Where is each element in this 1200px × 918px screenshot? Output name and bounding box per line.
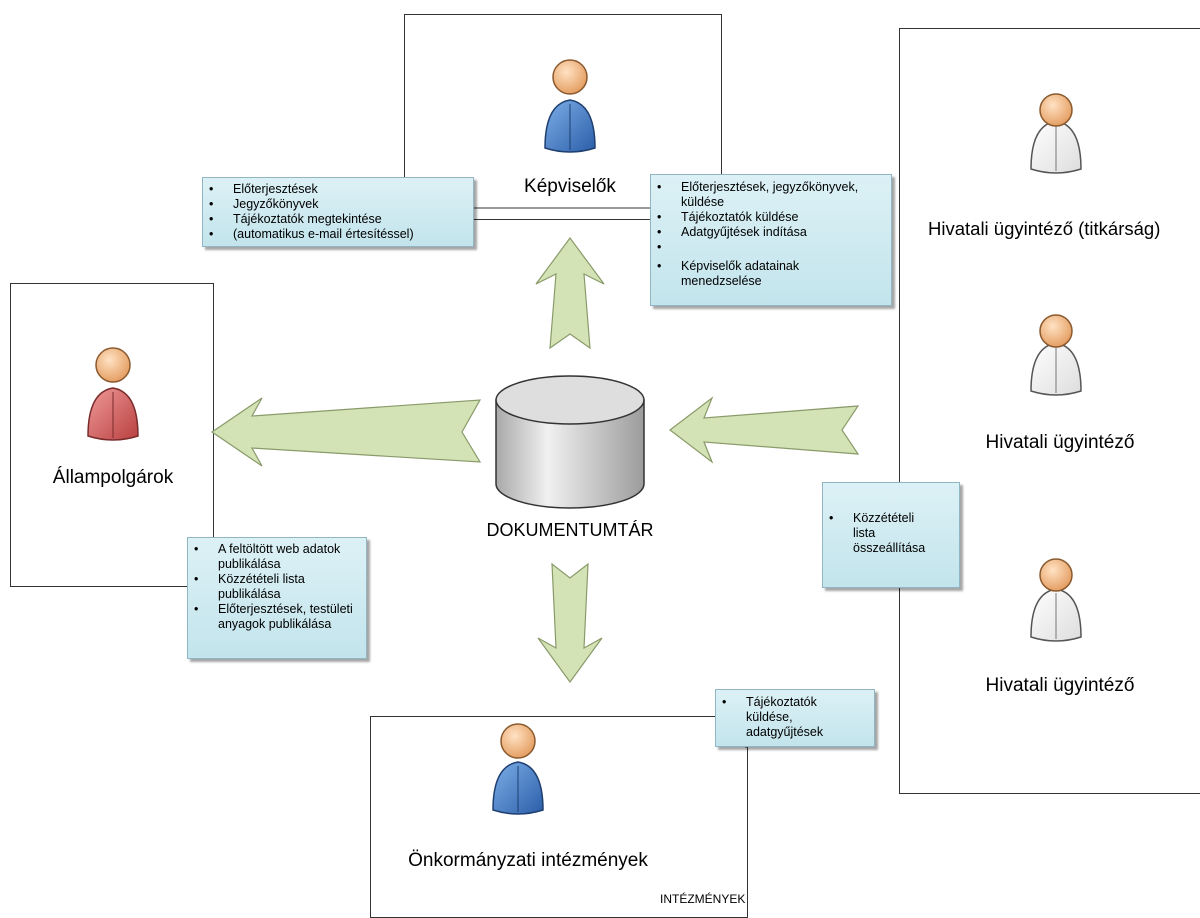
dokumentumtar-label: DOKUMENTUMTÁR (486, 520, 654, 540)
note-item: Közzétételi lista összeállítása (823, 511, 931, 556)
note-item: Képviselők adatainak menedzselése (651, 259, 851, 289)
allampolgarok-label: Állampolgárok (52, 467, 174, 488)
arrow-from-hivatali-icon (669, 396, 860, 464)
onkormanyzati-frame (370, 716, 748, 918)
note-item (651, 240, 887, 259)
note-kepviselok-view: Előterjesztések Jegyzőkönyvek Tájékoztat… (202, 177, 474, 247)
kepviselok-label: Képviselők (524, 176, 616, 197)
note-item: Előterjesztések (203, 182, 473, 197)
note-item: Közzétételi lista publikálása (188, 572, 360, 602)
intezmenyek-tag: INTÉZMÉNYEK (660, 892, 746, 906)
arrow-left-icon (210, 397, 482, 467)
note-intezmenyek: Tájékoztatók küldése, adatgyűjtések (715, 689, 875, 747)
note-item: Tájékoztatók küldése, adatgyűjtések (716, 695, 834, 740)
note-allampolgar-publish: A feltöltött web adatok publikálása Közz… (187, 537, 367, 659)
note-titkarsag-actions: Előterjesztések, jegyzőkönyvek, küldése … (650, 174, 892, 306)
note-item: Jegyzőkönyvek (203, 197, 473, 212)
arrow-down-icon (537, 562, 603, 684)
note-item: A feltöltött web adatok publikálása (188, 542, 360, 572)
hivatali-2-person-icon (1030, 558, 1082, 642)
kepviselo-person-icon (544, 59, 596, 153)
hivatali-1-label: Hivatali ügyintéző (985, 432, 1135, 453)
database-icon (495, 375, 645, 509)
allampolgar-person-icon (87, 347, 139, 441)
note-item: (automatikus e-mail értesítéssel) (203, 227, 473, 242)
note-item: Előterjesztések, testületi anyagok publi… (188, 602, 360, 632)
hivatali-titkarsag-label: Hivatali ügyintéző (titkárság) (928, 218, 1161, 239)
note-kozzeteteli: Közzétételi lista összeállítása (822, 482, 960, 588)
arrow-up-icon (535, 236, 605, 350)
onkormanyzati-person-icon (492, 723, 544, 815)
hivatali-titkarsag-person-icon (1030, 93, 1082, 174)
hivatali-2-label: Hivatali ügyintéző (985, 675, 1135, 696)
onkormanyzati-label: Önkormányzati intézmények (408, 850, 648, 871)
hivatali-1-person-icon (1030, 314, 1082, 396)
note-item: Adatgyűjtések indítása (651, 225, 887, 240)
note-item: Tájékoztatók küldése (651, 210, 887, 225)
note-item: Előterjesztések, jegyzőkönyvek, küldése (651, 180, 887, 210)
note-item: Tájékoztatók megtekintése (203, 212, 473, 227)
